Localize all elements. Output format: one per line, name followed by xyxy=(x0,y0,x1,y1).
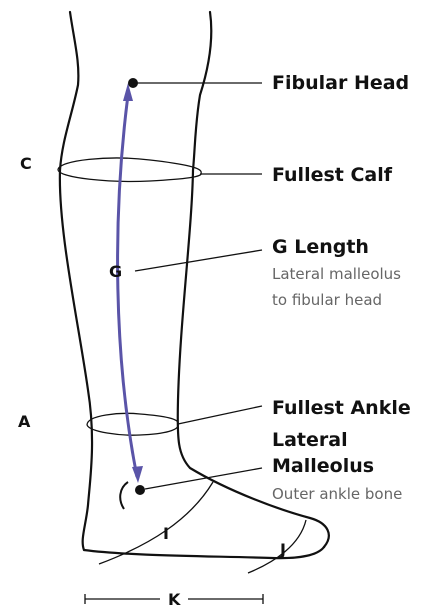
g-arrow-head-bottom xyxy=(132,466,143,483)
label-a: A xyxy=(18,412,31,431)
calf-ring-front xyxy=(58,170,201,181)
foot-arc-i xyxy=(99,482,213,564)
g-length-subtext-line2: to fibular head xyxy=(272,291,382,309)
g-length-arrow-line xyxy=(118,95,137,477)
malleolus-leader xyxy=(145,468,262,489)
lateral-malleolus-subtext: Outer ankle bone xyxy=(272,485,402,503)
lateral-malleolus-label-line2: Malleolus xyxy=(272,455,374,477)
label-k: K xyxy=(168,590,181,608)
ankle-ring-front xyxy=(87,424,178,435)
malleolus-dot xyxy=(135,485,145,495)
label-j: J xyxy=(279,540,286,559)
leg-back-outline xyxy=(60,12,92,550)
g-length-subtext-line1: Lateral malleolus xyxy=(272,265,401,283)
lateral-malleolus-label-line1: Lateral xyxy=(272,429,348,451)
g-length-leader xyxy=(135,250,262,271)
fullest-calf-label: Fullest Calf xyxy=(272,164,393,186)
label-i: I xyxy=(163,524,169,543)
calf-ring-back xyxy=(58,158,201,173)
g-length-label: G Length xyxy=(272,236,369,258)
fullest-ankle-label: Fullest Ankle xyxy=(272,397,411,419)
ankle-ring-back xyxy=(87,413,178,425)
foot-arc-j xyxy=(248,520,306,573)
label-g: G xyxy=(109,262,122,281)
label-c: C xyxy=(20,154,32,173)
ankle-leader xyxy=(178,406,262,424)
fibular-head-label: Fibular Head xyxy=(272,72,409,94)
malleolus-bracket xyxy=(120,482,128,509)
